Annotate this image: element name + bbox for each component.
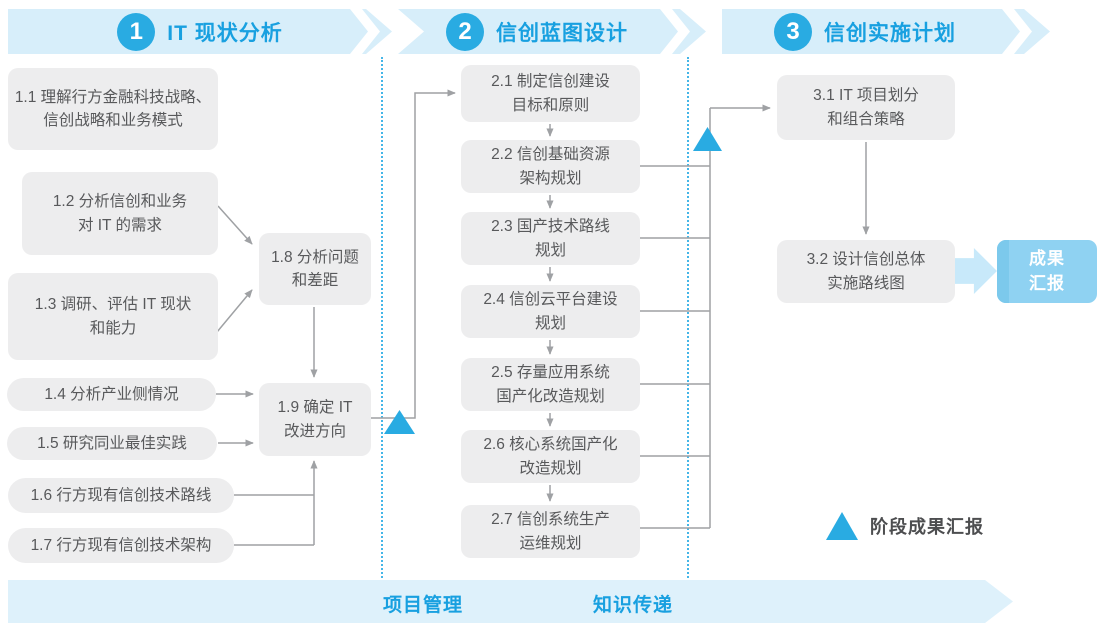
result-label: 成果 汇报 <box>1029 248 1065 293</box>
step-box-1-5: 1.5 研究同业最佳实践 <box>7 427 217 460</box>
bottom-band <box>8 580 1013 623</box>
connector-1-9-to-2-1 <box>371 89 456 419</box>
step-box-2-3: 2.3 国产技术路线 规划 <box>461 212 640 265</box>
step-box-2-4: 2.4 信创云平台建设 规划 <box>461 285 640 338</box>
milestone-triangle-phase-1 <box>384 410 415 434</box>
bottom-label-knowledge-transfer: 知识传递 <box>592 595 673 616</box>
legend-label: 阶段成果汇报 <box>870 517 984 537</box>
step-box-1-8: 1.8 分析问题 和差距 <box>259 233 371 305</box>
phase-3-title: 信创实施计划 <box>824 21 956 45</box>
result-box: 成果 汇报 <box>997 240 1097 303</box>
step-box-1-3: 1.3 调研、评估 IT 现状 和能力 <box>8 273 218 360</box>
phase-separator-1-2 <box>381 57 383 578</box>
step-box-2-6: 2.6 核心系统国产化 改造规划 <box>461 430 640 483</box>
step-box-1-2: 1.2 分析信创和业务 对 IT 的需求 <box>22 172 218 255</box>
bottom-label-project-management: 项目管理 <box>382 595 463 616</box>
phase-1-number-badge: 1 <box>117 13 155 51</box>
phase-band-3: 3 信创实施计划 <box>722 9 1050 54</box>
legend: 阶段成果汇报 <box>826 512 984 540</box>
step-box-2-2: 2.2 信创基础资源 架构规划 <box>461 140 640 193</box>
step-box-1-7: 1.7 行方现有信创技术架构 <box>8 528 234 563</box>
step-box-1-9: 1.9 确定 IT 改进方向 <box>259 383 371 456</box>
phase-3-number-badge: 3 <box>774 13 812 51</box>
connector-1-2-to-1-8 <box>217 205 253 245</box>
step-box-1-6: 1.6 行方现有信创技术路线 <box>8 478 234 513</box>
phase-band-1: 1 IT 现状分析 <box>8 9 392 54</box>
phase-separator-2-3 <box>687 57 689 578</box>
connector-1-3-to-1-8 <box>216 289 253 333</box>
step-box-2-7: 2.7 信创系统生产 运维规划 <box>461 505 640 558</box>
step-box-3-2: 3.2 设计信创总体 实施路线图 <box>777 240 955 303</box>
milestone-triangle-phase-2 <box>693 127 722 151</box>
step-box-1-4: 1.4 分析产业侧情况 <box>7 378 216 411</box>
phase-1-title: IT 现状分析 <box>167 21 283 45</box>
phase-2-number-badge: 2 <box>446 13 484 51</box>
phase-band-2: 2 信创蓝图设计 <box>398 9 706 54</box>
milestone-triangle-icon <box>826 512 858 540</box>
step-box-2-1: 2.1 制定信创建设 目标和原则 <box>461 65 640 122</box>
phase-2-title: 信创蓝图设计 <box>496 21 628 45</box>
step-box-3-1: 3.1 IT 项目划分 和组合策略 <box>777 75 955 140</box>
step-box-1-1: 1.1 理解行方金融科技战略、 信创战略和业务模式 <box>8 68 218 150</box>
step-box-2-5: 2.5 存量应用系统 国产化改造规划 <box>461 358 640 411</box>
